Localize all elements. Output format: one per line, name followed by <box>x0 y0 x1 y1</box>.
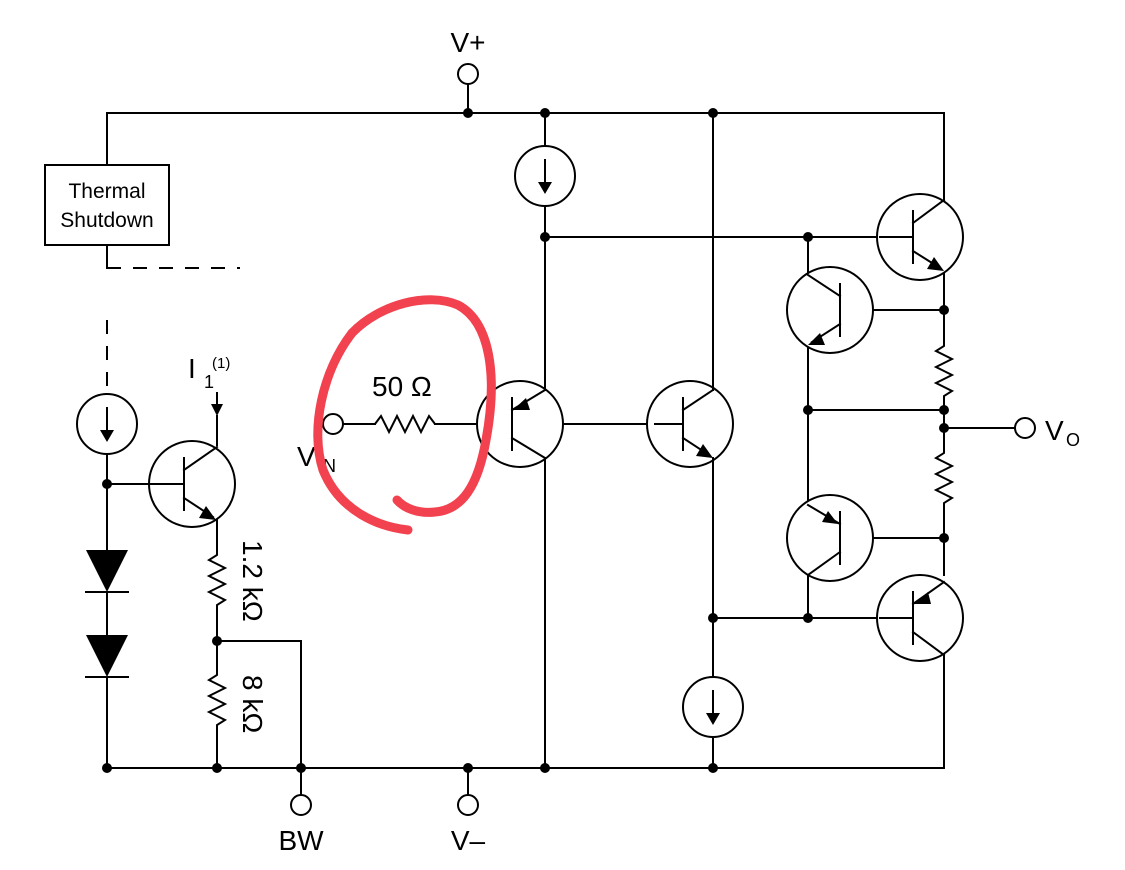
bw-label: BW <box>278 825 324 856</box>
vplus-pin: V+ <box>450 27 486 114</box>
output-resistor-lower <box>933 447 955 508</box>
i1-subscript: 1 <box>204 372 214 392</box>
i1-current-arrow: I 1 (1) <box>188 353 230 446</box>
vo-pin: V O <box>1014 415 1080 450</box>
vin-label: V <box>297 441 316 472</box>
driver-pnp-transistor <box>786 494 874 582</box>
resistor-1k2: 1.2 kΩ <box>206 540 268 641</box>
thermal-label-line2: Shutdown <box>60 209 153 232</box>
vo-subscript: O <box>1066 430 1080 450</box>
i1-superscript: (1) <box>212 355 230 372</box>
top-current-source <box>514 145 576 207</box>
supply-rails <box>106 112 945 769</box>
gain-npn-transistor <box>646 380 734 468</box>
junction-dots <box>102 108 949 773</box>
thermal-label-line1: Thermal <box>68 180 145 203</box>
bias-wiring <box>106 453 151 769</box>
vminus-label: V– <box>451 825 486 856</box>
bw-pin: BW <box>216 640 324 856</box>
vo-label: V <box>1045 415 1064 446</box>
bias-diode-1 <box>85 550 129 593</box>
resistor-8k-label: 8 kΩ <box>237 675 268 733</box>
output-pnp-lower-transistor <box>876 574 964 662</box>
bias-npn-transistor <box>148 440 236 546</box>
resistor-1k2-label: 1.2 kΩ <box>237 540 268 622</box>
driver-npn-transistor <box>786 266 874 354</box>
red-annotation-circle <box>313 295 496 535</box>
vminus-pin: V– <box>451 767 486 856</box>
vplus-label: V+ <box>450 27 485 58</box>
input-resistor: 50 Ω <box>342 371 506 435</box>
output-resistor-upper <box>933 340 955 400</box>
input-resistor-label: 50 Ω <box>372 371 432 402</box>
input-pnp-transistor <box>476 380 564 468</box>
bias-current-source <box>76 393 138 455</box>
bias-diode-2 <box>85 635 129 678</box>
bottom-current-source <box>682 676 744 769</box>
gain-bus-wiring <box>712 112 881 678</box>
thermal-shutdown-block: Thermal Shutdown <box>44 164 240 395</box>
output-npn-upper-transistor <box>876 193 964 281</box>
i1-label: I <box>188 353 196 384</box>
resistor-8k: 8 kΩ <box>206 641 268 768</box>
